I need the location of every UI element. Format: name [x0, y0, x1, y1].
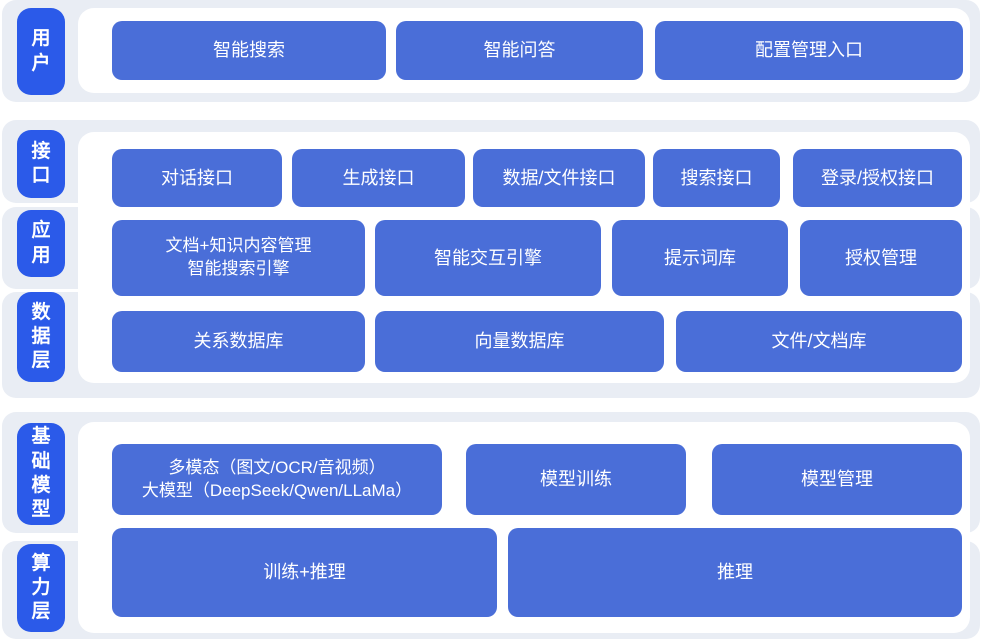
node-smart-interaction-engine: 智能交互引擎: [375, 220, 601, 296]
layer-label-user: 用户: [17, 8, 65, 95]
node-file-document-store: 文件/文档库: [676, 311, 962, 372]
node-config-management-entry: 配置管理入口: [655, 21, 963, 80]
node-generation-api: 生成接口: [292, 149, 465, 207]
layer-label-interface-text: 接口: [31, 140, 51, 186]
node-data-file-api: 数据/文件接口: [473, 149, 645, 207]
layer-label-compute-layer: 算力层: [17, 544, 65, 632]
layer-label-foundation-model: 基础模型: [17, 423, 65, 525]
node-login-auth-api: 登录/授权接口: [793, 149, 962, 207]
node-prompt-library: 提示词库: [612, 220, 788, 296]
node-dialog-api: 对话接口: [112, 149, 282, 207]
node-authorization-management: 授权管理: [800, 220, 962, 296]
layer-label-data-layer: 数据层: [17, 292, 65, 382]
node-smart-qa: 智能问答: [396, 21, 643, 80]
node-smart-search: 智能搜索: [112, 21, 386, 80]
node-relational-database: 关系数据库: [112, 311, 365, 372]
node-inference: 推理: [508, 528, 962, 617]
node-multimodal-llm: 多模态（图文/OCR/音视频） 大模型（DeepSeek/Qwen/LLaMa）: [112, 444, 442, 515]
layer-label-application: 应用: [17, 210, 65, 277]
node-vector-database: 向量数据库: [375, 311, 664, 372]
node-doc-knowledge-search-engine: 文档+知识内容管理 智能搜索引擎: [112, 220, 365, 296]
node-search-api: 搜索接口: [653, 149, 780, 207]
layer-label-interface: 接口: [17, 130, 65, 198]
node-training-plus-inference: 训练+推理: [112, 528, 497, 617]
node-model-management: 模型管理: [712, 444, 962, 515]
layer-label-user-text: 用户: [31, 28, 51, 74]
layer-label-data-layer-text: 数据层: [31, 301, 51, 372]
layer-label-compute-layer-text: 算力层: [31, 552, 51, 623]
layer-label-foundation-model-text: 基础模型: [31, 426, 51, 521]
layer-label-application-text: 应用: [31, 220, 51, 266]
node-model-training: 模型训练: [466, 444, 686, 515]
